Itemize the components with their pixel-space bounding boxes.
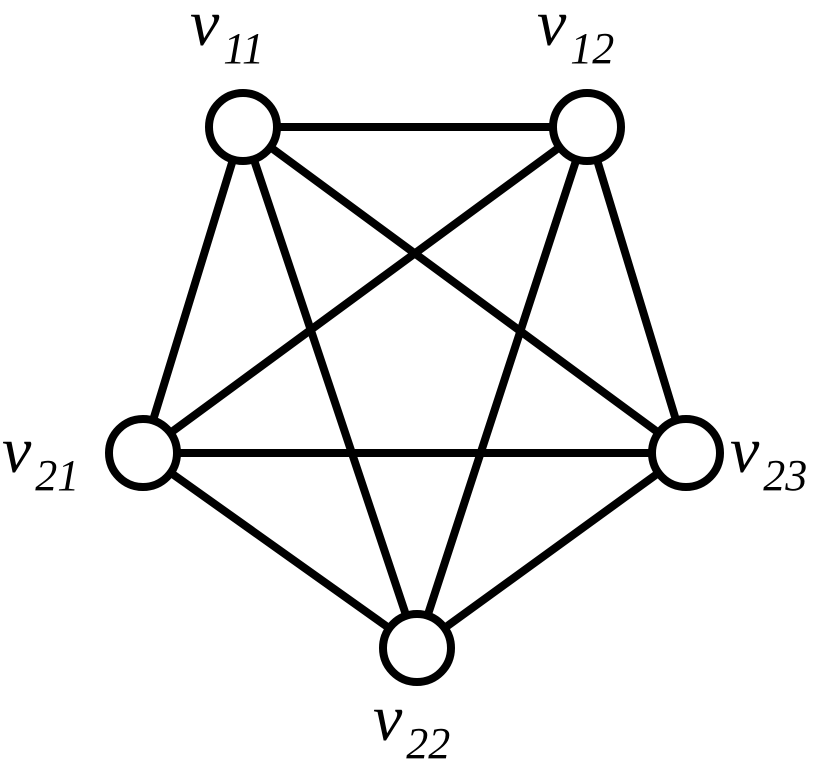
edge-v22-v23 — [413, 449, 690, 652]
edge-v12-v22 — [413, 123, 591, 652]
edge-v12-v21 — [139, 123, 591, 457]
edge-layer — [139, 123, 690, 652]
label-v22: v22 — [373, 682, 450, 768]
edge-v21-v22 — [139, 449, 421, 652]
label-v12: v12 — [537, 0, 614, 73]
node-v23 — [648, 415, 724, 491]
edge-v11-v22 — [239, 123, 421, 652]
node-v22 — [379, 610, 455, 686]
label-v23: v23 — [730, 414, 807, 500]
edge-v11-v21 — [139, 123, 247, 457]
node-layer — [105, 89, 724, 686]
edge-v12-v23 — [583, 123, 690, 457]
node-v11 — [205, 89, 281, 165]
edge-v11-v23 — [239, 123, 690, 457]
label-layer: v11 v12 v21 v22 v23 — [2, 0, 807, 768]
node-v21 — [105, 415, 181, 491]
label-v21: v21 — [2, 414, 79, 500]
label-v11: v11 — [190, 0, 264, 73]
node-v12 — [549, 89, 625, 165]
